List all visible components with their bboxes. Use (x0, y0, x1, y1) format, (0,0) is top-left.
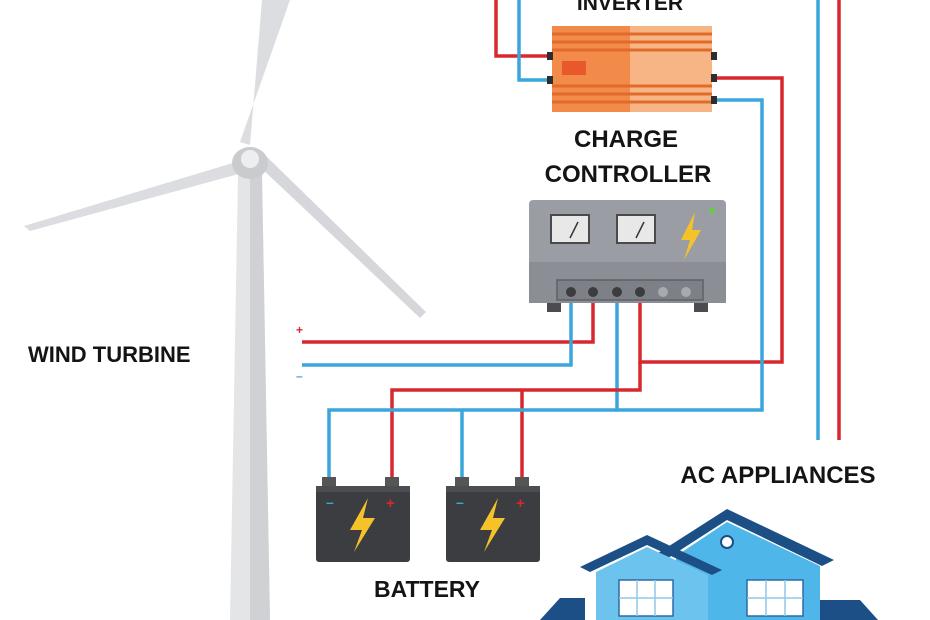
battery-2-neg-post (455, 477, 469, 487)
turbine-blade-right (258, 156, 426, 318)
battery-2: – + (446, 477, 540, 562)
battery-2-bolt-icon (480, 498, 505, 552)
charge-controller-label-line2: CONTROLLER (545, 161, 712, 188)
turbine-positive-wire (302, 292, 595, 344)
inverter-label: INVERTER (577, 0, 683, 15)
house-window-panes (619, 580, 803, 616)
house-roof-right (655, 509, 834, 566)
inverter-battery-negative-wire (615, 98, 764, 412)
house (540, 509, 878, 620)
battery-label: BATTERY (374, 576, 480, 602)
house-attic-window (720, 535, 734, 549)
meter-right-needle (635, 221, 645, 239)
meter-left (550, 214, 590, 244)
ac-appliances-label: AC APPLIANCES (680, 462, 875, 489)
house-roof-left (580, 535, 722, 575)
controller-bolt-icon (681, 212, 701, 260)
battery-positive-bus (390, 362, 642, 482)
wind-turbine-label: WIND TURBINE (28, 342, 191, 367)
turbine-negative-wire (302, 292, 573, 367)
battery-1-lid (316, 486, 410, 492)
charge-controller-device (529, 200, 726, 312)
battery-1-bolt-icon (350, 498, 375, 552)
inverter-fins (552, 32, 712, 104)
turbine-negative-mark: – (296, 369, 303, 383)
house-porch-roof-right (820, 600, 878, 620)
inverter-battery-positive-wire (638, 76, 784, 364)
meter-right (616, 214, 656, 244)
battery-negative-bus (327, 408, 617, 482)
turbine-hub (241, 150, 259, 168)
turbine-blade-left (24, 162, 246, 231)
inverter-positive-wire (494, 0, 552, 58)
battery-2-pos-post (515, 477, 529, 487)
inverter-ports (547, 52, 717, 104)
battery-1-pos-post (385, 477, 399, 487)
meter-left-needle (569, 221, 579, 239)
turbine-blade-top (240, 0, 290, 145)
inverter-highlight (630, 26, 712, 112)
house-porch-roof (540, 598, 585, 620)
battery-1-pos-mark: + (386, 495, 395, 512)
inverter-negative-wire (517, 0, 552, 82)
battery-1-neg-post (322, 477, 336, 487)
battery-1-neg-mark: – (326, 494, 334, 510)
controller-led (709, 208, 715, 214)
wires (302, 0, 841, 482)
wind-turbine (24, 0, 426, 620)
controller-terminal-strip (556, 279, 704, 301)
inverter-display (562, 61, 586, 75)
turbine-positive-mark: + (296, 323, 303, 337)
battery-2-neg-mark: – (456, 494, 464, 510)
charge-controller-label-line1: CHARGE (574, 126, 678, 153)
battery-2-pos-mark: + (516, 495, 525, 512)
inverter-device (547, 26, 717, 112)
controller-foot-right (694, 303, 708, 312)
controller-foot-left (547, 303, 561, 312)
turbine-tower-shade (250, 175, 270, 620)
battery-2-lid (446, 486, 540, 492)
battery-1: – + (316, 477, 410, 562)
controller-terminals (566, 287, 691, 297)
